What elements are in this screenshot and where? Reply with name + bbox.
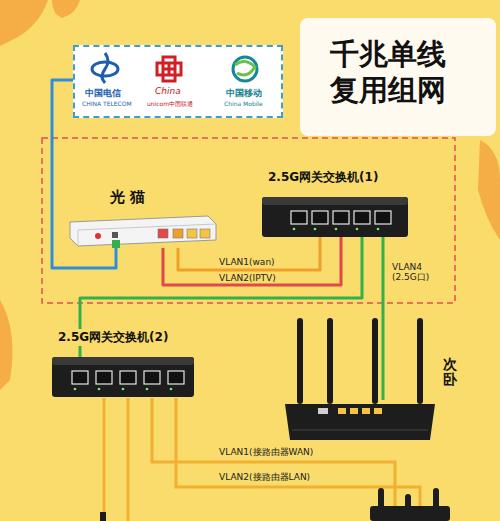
room-label: 次卧: [443, 357, 457, 388]
power-button: [95, 233, 101, 239]
switch-top: [262, 197, 408, 205]
switch-body: [52, 357, 194, 397]
node-heading: 2.5G网关交换机(1): [266, 169, 380, 186]
switch-port: [168, 371, 184, 384]
led: [146, 388, 149, 391]
vlan-label: VLAN4 (2.5G口): [391, 262, 435, 282]
led: [377, 228, 380, 231]
switch-case: [262, 197, 408, 237]
led: [74, 388, 77, 391]
mobile-logo: [233, 57, 257, 81]
vlan-label: VLAN2(接路由器LAN): [218, 472, 311, 482]
isp-name: 中国电信: [85, 87, 121, 100]
antenna: [297, 318, 303, 404]
led: [356, 228, 359, 231]
gateway-switch: 2.5G网关交换机(1): [262, 165, 414, 237]
lan-port: [200, 229, 210, 238]
telecom-logo: [102, 53, 108, 83]
title: 千兆单线 复用组网: [318, 36, 458, 108]
switch-drawing: [52, 357, 194, 397]
router-port: [374, 408, 382, 414]
router-body: [285, 400, 435, 440]
antenna: [372, 318, 378, 404]
led: [170, 388, 173, 391]
cable-connector: [382, 237, 385, 400]
led: [335, 228, 338, 231]
isp-logos: [75, 47, 281, 87]
vlan-label: VLAN2(IPTV): [218, 273, 277, 283]
led: [293, 228, 296, 231]
switch-port: [291, 211, 307, 224]
dashed-region: [42, 138, 455, 303]
switch-port: [96, 371, 112, 384]
router-case: [285, 404, 435, 440]
switch-top: [52, 357, 194, 365]
isp-name: CHINA TELECOM: [82, 100, 132, 107]
lan-port: [158, 229, 168, 238]
fiber-plug: [112, 240, 120, 248]
optical-modem: 光 猫: [68, 186, 218, 252]
bottom-routers: [100, 488, 450, 521]
isp-box: 中国电信CHINA TELECOM China unicom中国联通 中国移动Chin…: [73, 45, 283, 118]
vlan-label: VLAN1(接路由器WAN): [218, 447, 314, 457]
port: [112, 232, 118, 238]
vlan-label: VLAN1(wan): [218, 257, 276, 267]
modem-drawing: [68, 214, 218, 248]
switch-body: [262, 197, 408, 237]
title-panel: [300, 18, 496, 136]
node-heading: 2.5G网关交换机(2): [56, 329, 170, 346]
router-edge: [292, 430, 428, 431]
mobile-logo: [235, 61, 255, 75]
isp-name: 中国移动: [226, 87, 262, 100]
isp-name: unicom中国联通: [147, 100, 193, 109]
led: [314, 228, 317, 231]
blob: [0, 300, 12, 390]
router-drawing: [278, 312, 438, 442]
router-port: [350, 408, 358, 414]
switch-drawing: [262, 197, 408, 237]
led: [98, 388, 101, 391]
modem-case: [70, 216, 216, 246]
lan-port: [187, 229, 197, 238]
unicom-logo: [157, 57, 181, 81]
antenna: [327, 318, 333, 404]
node-heading: 光 猫: [110, 188, 145, 207]
router-port: [338, 408, 346, 414]
blob: [478, 140, 500, 240]
blob: [0, 0, 48, 46]
antenna: [417, 318, 423, 404]
switch-port: [354, 211, 370, 224]
blob: [52, 0, 80, 18]
cable-connector: [178, 237, 320, 270]
cable-connector: [163, 237, 341, 285]
led: [122, 388, 125, 391]
modem-body: [68, 214, 218, 248]
router-port: [318, 408, 328, 414]
switch-port: [375, 211, 391, 224]
isp-name: China: [155, 86, 181, 96]
switch-port: [312, 211, 328, 224]
isp-name: China Mobile: [224, 100, 263, 107]
modem-edge: [78, 224, 216, 246]
switch-port: [72, 371, 88, 384]
switch-port: [144, 371, 160, 384]
lan-port: [173, 229, 183, 238]
wifi-router: 次卧: [278, 312, 468, 442]
router-port: [362, 408, 370, 414]
gateway-switch: 2.5G网关交换机(2): [52, 325, 202, 400]
switch-port: [333, 211, 349, 224]
switch-case: [52, 357, 194, 397]
switch-port: [120, 371, 136, 384]
